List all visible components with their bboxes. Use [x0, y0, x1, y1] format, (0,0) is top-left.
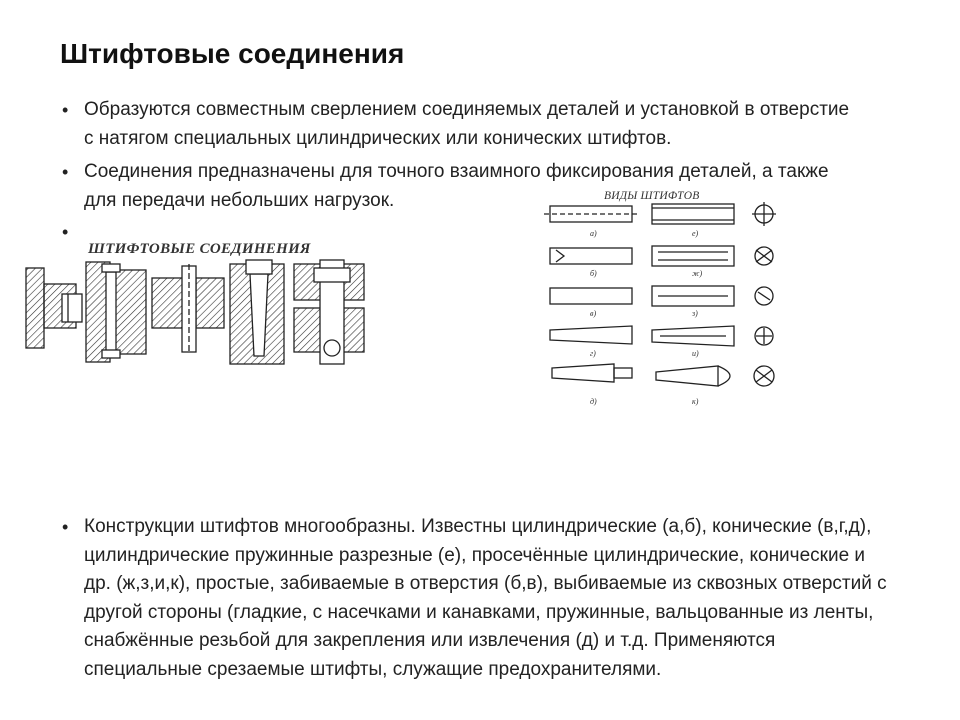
bullet-purpose: • Соединения предназначены для точного в… — [62, 158, 862, 215]
pin-label-e: е) — [692, 229, 699, 238]
pin-label-v: в) — [590, 309, 596, 318]
bullet-text: Образуются совместным сверлением соединя… — [84, 99, 850, 149]
pin-label-z: з) — [691, 309, 698, 318]
page-title: Штифтовые соединения — [60, 38, 405, 69]
figure-left-caption: ШТИФТОВЫЕ СОЕДИНЕНИЯ — [88, 241, 311, 257]
pin-label-k: к) — [692, 397, 699, 406]
figure-right-caption: ВИДЫ ШТИФТОВ — [604, 190, 700, 202]
pin-label-zh: ж) — [692, 269, 702, 278]
pin-label-a: а) — [590, 229, 597, 238]
bullet-formation: • Образуются совместным сверлением соеди… — [62, 96, 862, 153]
bullet-text: Соединения предназначены для точного вза… — [84, 161, 829, 211]
pin-label-i: и) — [692, 349, 699, 358]
pin-types-drawing: а) б) в) г) д) е) ж) з) и) к) — [544, 202, 776, 406]
bullet-designs: • Конструкции штифтов многообразны. Изве… — [62, 513, 892, 684]
bullet-marker: • — [62, 517, 69, 537]
pin-label-l: г) — [590, 349, 596, 358]
bullet-text: Конструкции штифтов многообразны. Извест… — [84, 516, 887, 680]
pin-label-b: б) — [590, 269, 597, 278]
bullet-marker: • — [62, 100, 69, 120]
pin-label-g: д) — [590, 397, 597, 406]
pin-joints-drawing — [25, 259, 365, 365]
bullet-marker: • — [62, 162, 69, 182]
bullet-marker: • — [62, 222, 69, 242]
